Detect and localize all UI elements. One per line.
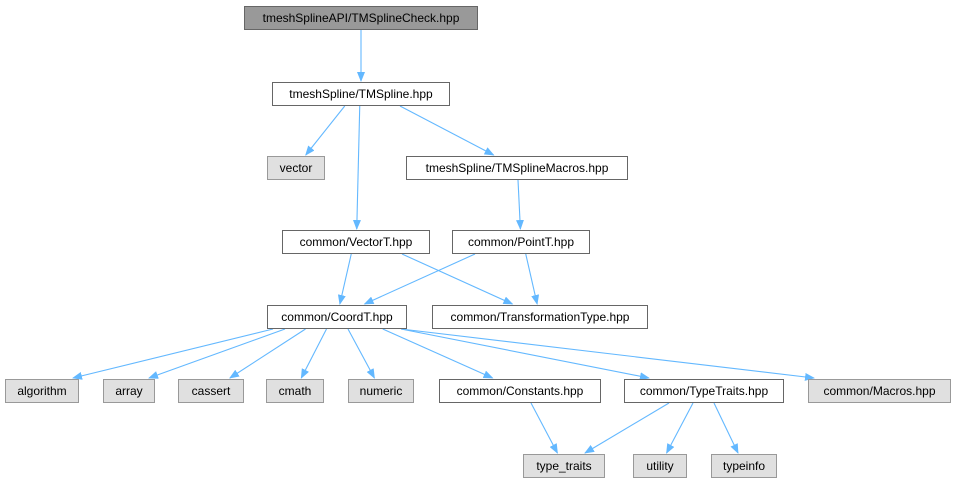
edge-coordt-to-cassert [229,328,306,379]
edge-constants-to-type_traits [530,402,558,454]
edge-tmsplinemacros-to-pointt [515,179,524,230]
tmsplinemacros-hpp-node[interactable]: tmeshSpline/TMSplineMacros.hpp [406,156,628,180]
tmspline-hpp-node[interactable]: tmeshSpline/TMSpline.hpp [272,82,450,106]
edge-tmspline-to-tmsplinemacros [399,105,495,156]
edge-coordt-to-array [148,328,286,379]
typeinfo-node[interactable]: typeinfo [711,454,777,478]
edge-coordt-to-typetraits_hpp [400,328,650,381]
edge-typetraits_hpp-to-type_traits [584,402,670,454]
edge-typetraits_hpp-to-utility [666,402,694,454]
numeric-node[interactable]: numeric [348,379,414,403]
cmath-node[interactable]: cmath [266,379,324,403]
edge-typetraits_hpp-to-typeinfo [713,402,739,454]
edge-vectort-to-coordt [337,253,352,305]
pointt-hpp-node[interactable]: common/PointT.hpp [452,230,590,254]
type-traits-node[interactable]: type_traits [523,454,605,478]
edge-tmspline-to-vector [305,105,346,156]
vector-node[interactable]: vector [267,156,325,180]
edge-coordt-to-constants [382,328,494,379]
edge-tmspline-to-vectort [352,105,361,230]
root-file-node[interactable]: tmeshSplineAPI/TMSplineCheck.hpp [244,6,478,30]
array-node[interactable]: array [103,379,155,403]
transformationtype-hpp-node[interactable]: common/TransformationType.hpp [432,305,648,329]
algorithm-node[interactable]: algorithm [5,379,79,403]
cassert-node[interactable]: cassert [178,379,244,403]
vectort-hpp-node[interactable]: common/VectorT.hpp [282,230,430,254]
constants-hpp-node[interactable]: common/Constants.hpp [439,379,601,403]
coordt-hpp-node[interactable]: common/CoordT.hpp [267,305,407,329]
edge-pointt-to-transformationtype [525,253,540,305]
edge-coordt-to-numeric [347,328,375,379]
edge-coordt-to-algorithm [72,328,274,380]
edge-coordt-to-cmath [300,328,327,379]
edge-pointt-to-coordt [363,253,476,305]
typetraits-hpp-node[interactable]: common/TypeTraits.hpp [624,379,784,403]
macros-hpp-node[interactable]: common/Macros.hpp [808,379,951,403]
utility-node[interactable]: utility [633,454,687,478]
edge-vectort-to-transformationtype [401,253,514,305]
edge-coordt-to-macros [400,328,815,381]
